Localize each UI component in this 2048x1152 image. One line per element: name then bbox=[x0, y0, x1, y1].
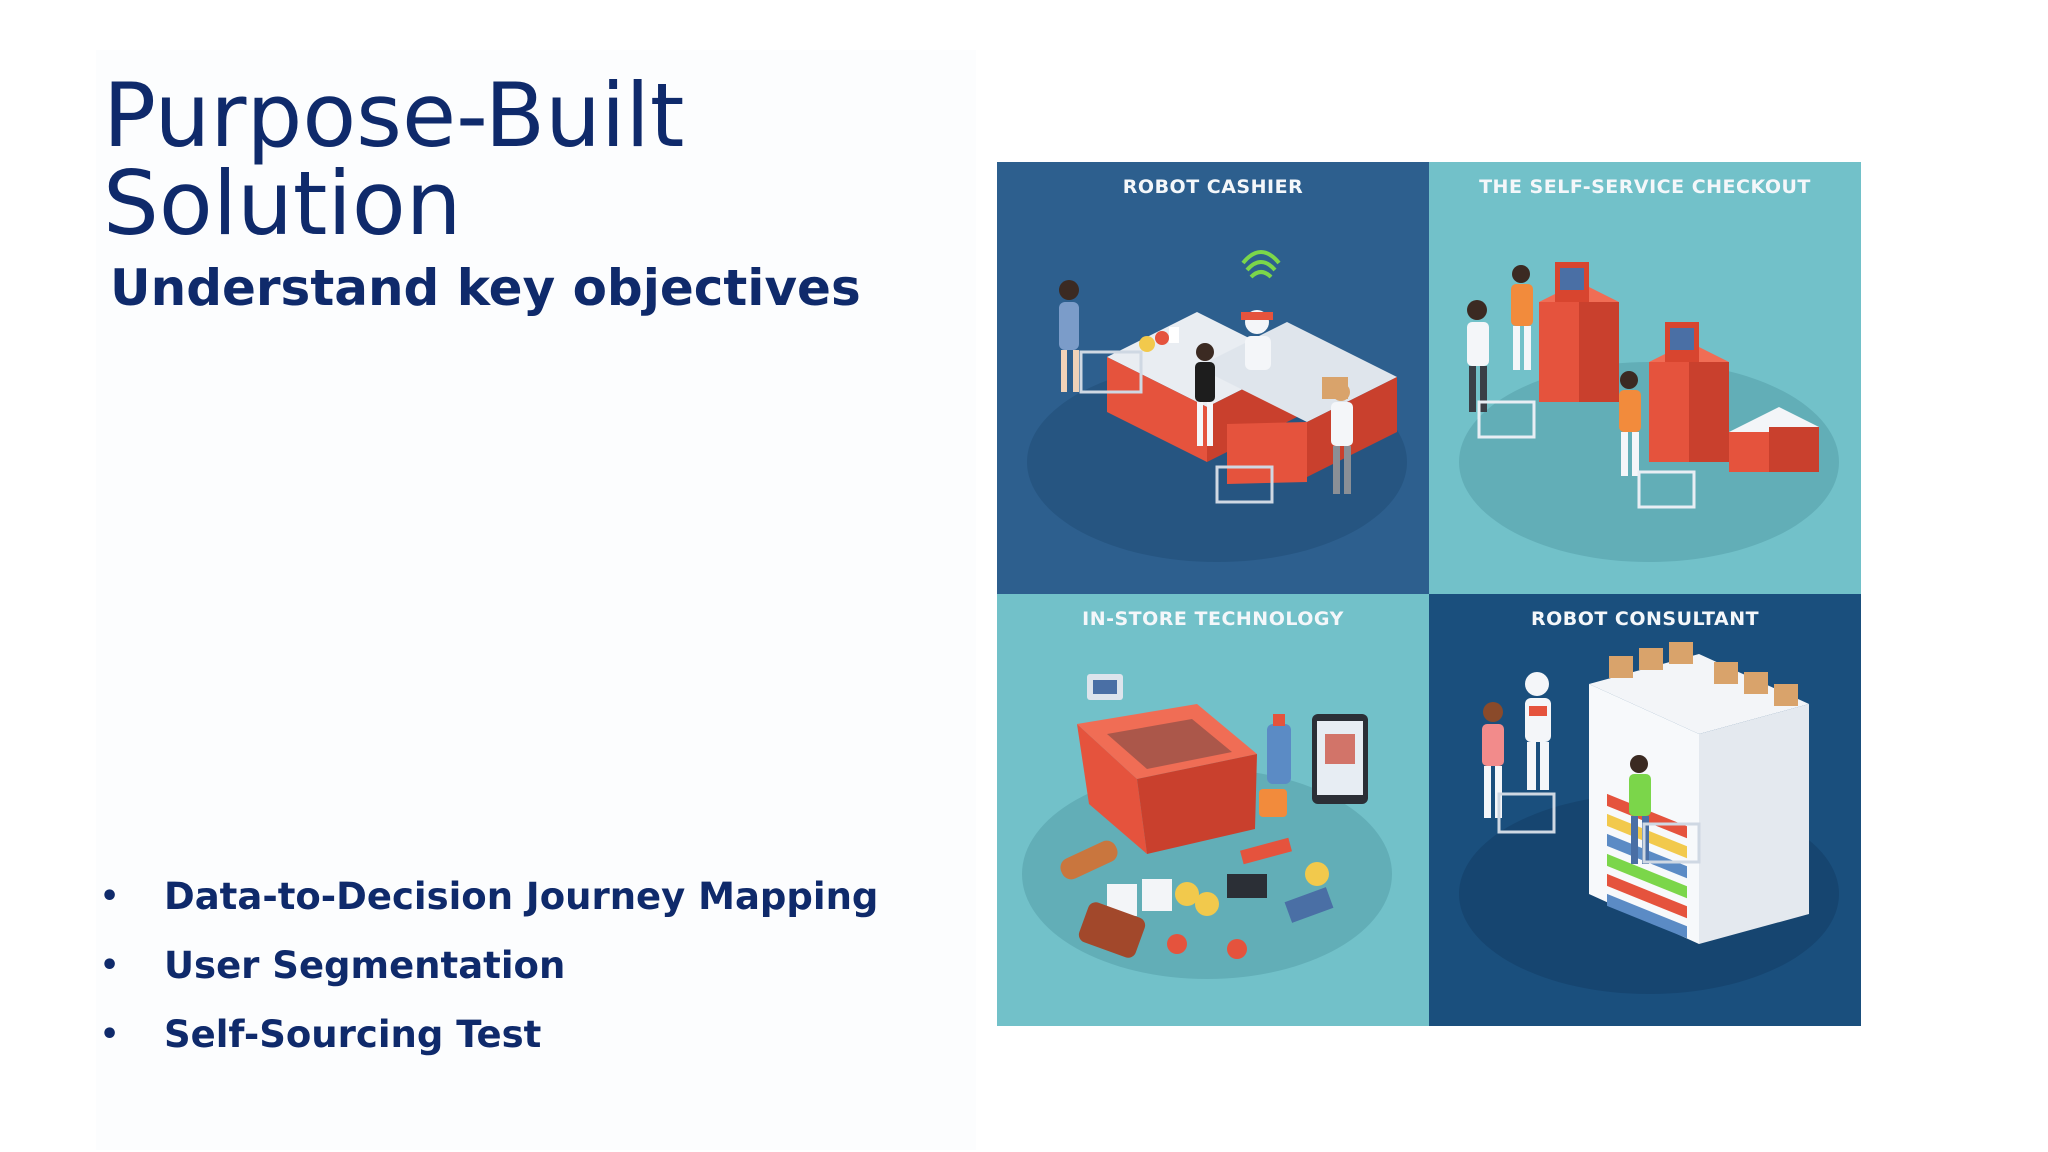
bullet-dot-icon: • bbox=[100, 879, 120, 914]
panel-self-service-checkout: THE SELF-SERVICE CHECKOUT bbox=[1429, 162, 1861, 594]
in-store-technology-scene bbox=[1022, 674, 1392, 979]
slide-subtitle: Understand key objectives bbox=[110, 259, 861, 317]
bullet-text: User Segmentation bbox=[164, 944, 566, 987]
panel-in-store-technology: IN-STORE TECHNOLOGY bbox=[997, 594, 1429, 1026]
bullet-dot-icon: • bbox=[100, 948, 120, 983]
slide-title: Purpose-Built Solution bbox=[103, 72, 684, 248]
panel-label: ROBOT CASHIER bbox=[1122, 176, 1304, 198]
slide-title-line-1: Purpose-Built bbox=[103, 64, 685, 167]
robot-consultant-scene bbox=[1459, 642, 1839, 994]
bullet-item: • Self-Sourcing Test bbox=[96, 1000, 878, 1069]
robot-cashier-scene bbox=[1027, 250, 1407, 562]
bullet-list: • Data-to-Decision Journey Mapping • Use… bbox=[96, 862, 878, 1069]
self-checkout-scene bbox=[1459, 262, 1839, 562]
retail-technology-illustration: ROBOT CASHIER bbox=[997, 162, 1861, 1026]
text-panel-background bbox=[96, 50, 976, 1150]
panel-robot-cashier: ROBOT CASHIER bbox=[997, 162, 1429, 594]
panel-label: ROBOT CONSULTANT bbox=[1530, 608, 1760, 630]
bullet-text: Self-Sourcing Test bbox=[164, 1013, 542, 1056]
bullet-item: • User Segmentation bbox=[96, 931, 878, 1000]
bullet-text: Data-to-Decision Journey Mapping bbox=[164, 875, 879, 918]
panel-label: IN-STORE TECHNOLOGY bbox=[1082, 608, 1344, 630]
panel-label: THE SELF-SERVICE CHECKOUT bbox=[1479, 176, 1811, 198]
bullet-item: • Data-to-Decision Journey Mapping bbox=[96, 862, 878, 931]
slide-title-line-2: Solution bbox=[103, 152, 462, 255]
bullet-dot-icon: • bbox=[100, 1017, 120, 1052]
panel-robot-consultant: ROBOT CONSULTANT bbox=[1429, 594, 1861, 1026]
